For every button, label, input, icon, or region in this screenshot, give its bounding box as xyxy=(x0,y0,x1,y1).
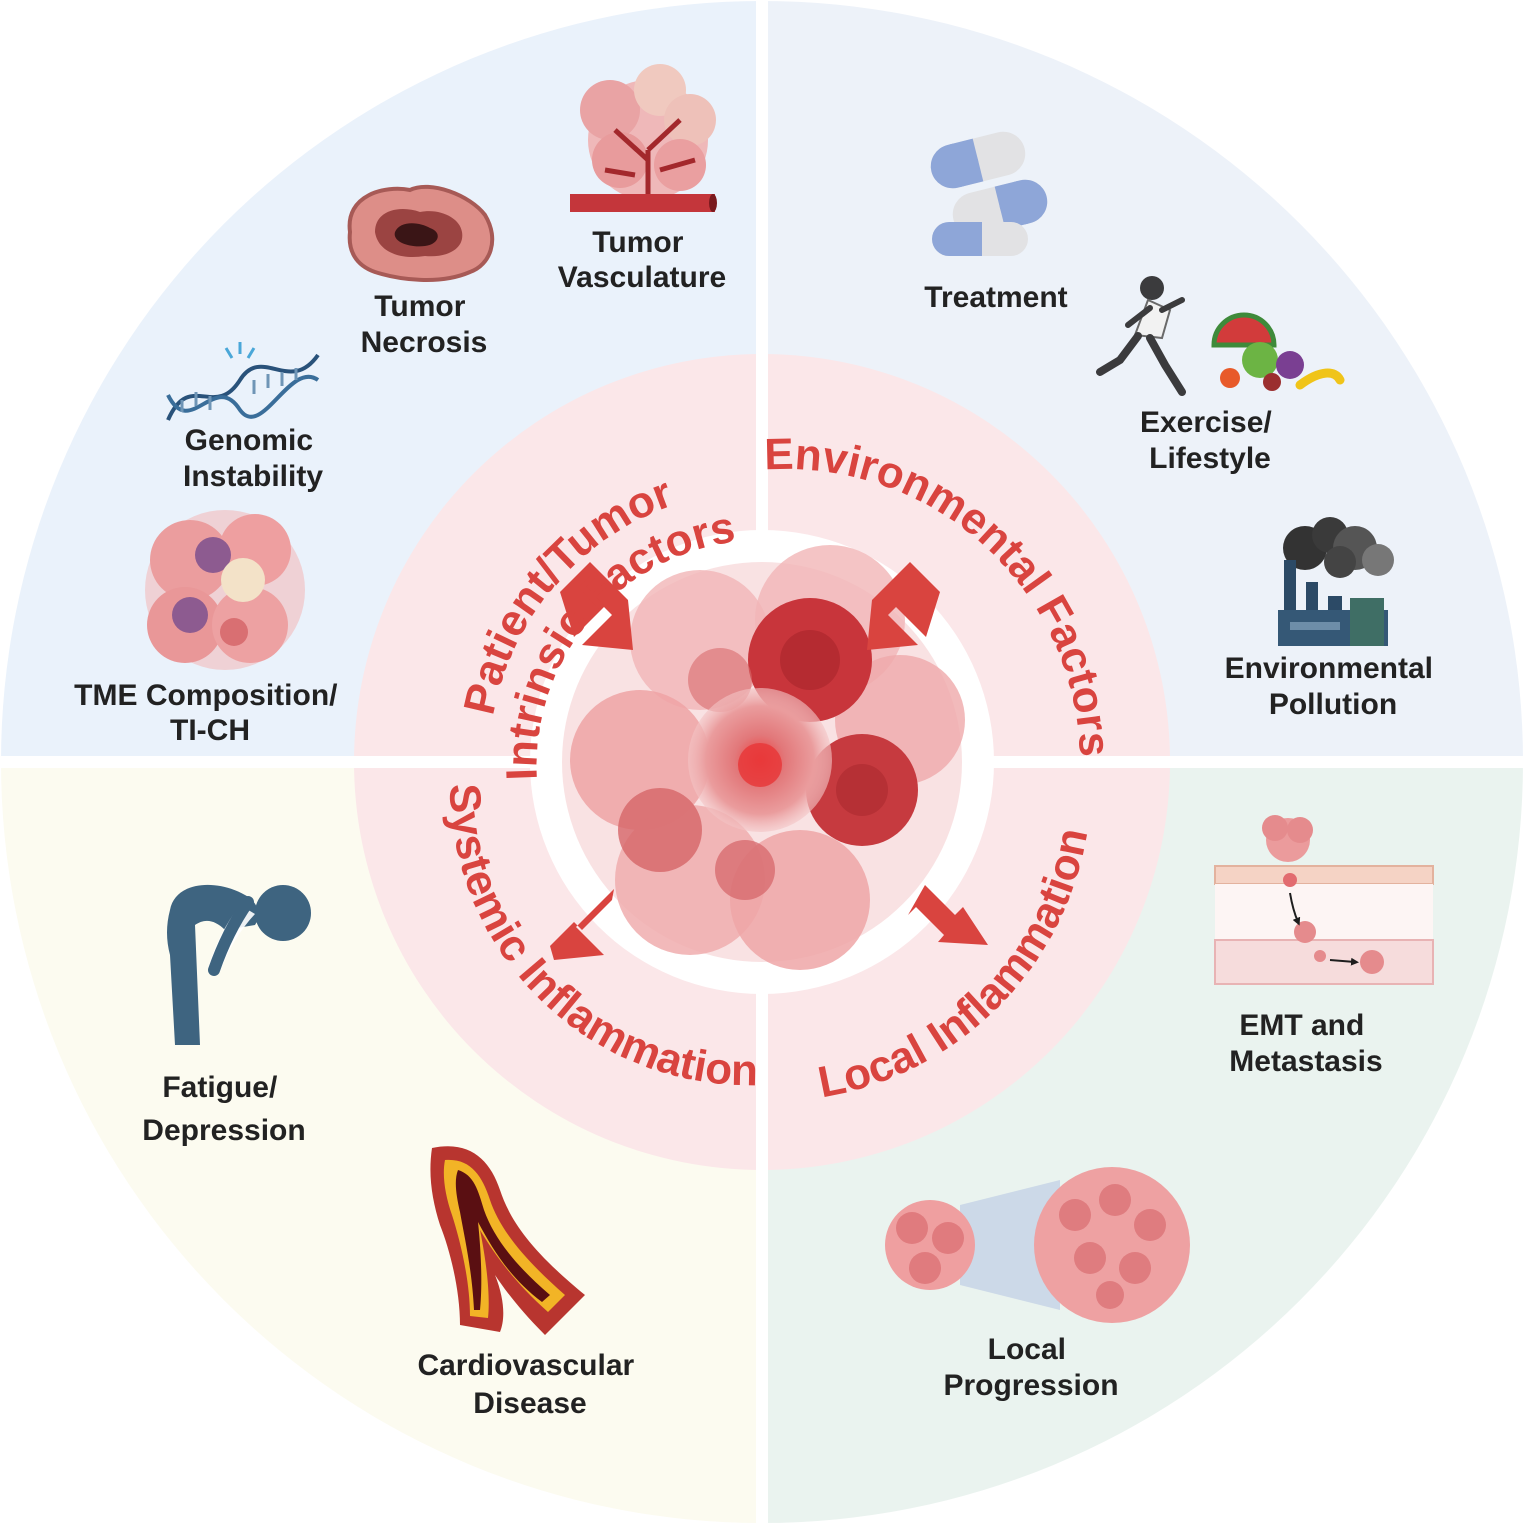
arrow-bottom-left xyxy=(550,889,614,960)
fatigued-person-icon xyxy=(167,884,311,1045)
label-fatigue-depression: Fatigue/ Depression xyxy=(142,1071,305,1147)
tumor-vasculature-icon xyxy=(570,64,717,212)
label-cardiovascular-disease: Cardiovascular Disease xyxy=(417,1349,642,1420)
factory-smoke-icon xyxy=(1278,517,1394,646)
pills-icon xyxy=(930,131,1048,256)
label-tumor-necrosis: Tumor Necrosis xyxy=(361,290,488,359)
arrow-top-right xyxy=(867,562,940,650)
runner-food-icon xyxy=(1096,276,1345,396)
label-tumor-vasculature: Tumor Vasculature xyxy=(558,226,726,294)
label-environmental-pollution: Environmental Pollution xyxy=(1225,652,1442,721)
dna-helix-icon xyxy=(166,342,320,421)
tumor-cell-cluster-icon xyxy=(562,545,965,970)
label-treatment: Treatment xyxy=(924,281,1067,314)
metastasis-vessel-icon xyxy=(1214,815,1434,985)
tumor-growth-icon xyxy=(885,1167,1190,1323)
artery-plaque-icon xyxy=(430,1146,585,1335)
label-tme-composition: TME Composition/ TI-CH xyxy=(74,679,346,747)
label-local-progression: Local Progression xyxy=(943,1333,1118,1402)
arrow-top-left xyxy=(560,562,633,650)
label-genomic-instability: Genomic Instability xyxy=(183,424,323,493)
arrow-bottom-right xyxy=(908,885,988,945)
inner-arrows xyxy=(550,562,988,960)
label-exercise-lifestyle: Exercise/ Lifestyle xyxy=(1140,406,1280,475)
tumor-necrosis-icon xyxy=(347,184,495,282)
tme-cells-icon xyxy=(145,510,305,670)
label-emt-metastasis: EMT and Metastasis xyxy=(1229,1009,1382,1078)
